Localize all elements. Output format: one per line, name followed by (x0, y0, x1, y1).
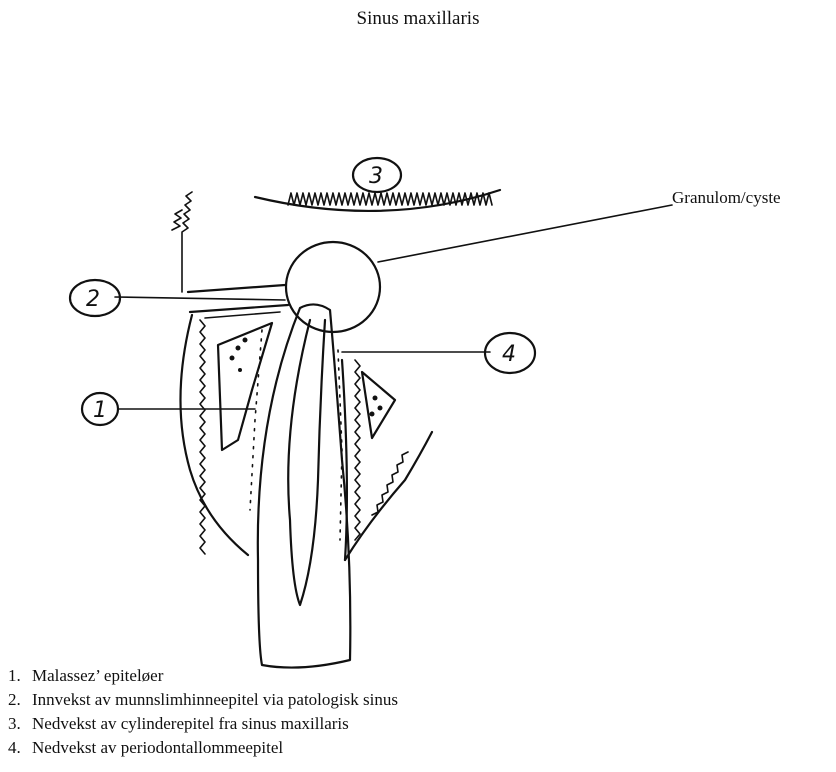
left-epithelium-wavy (200, 320, 205, 554)
legend-item: 4.Nedvekst av periodontallommeepitel (8, 736, 398, 760)
legend-item: 1.Malassez’ epiteløer (8, 664, 398, 688)
callout-number-1: 1 (93, 398, 107, 423)
callout-number-3: 3 (369, 164, 383, 189)
right-epithelium-wavy (355, 360, 360, 540)
malassez-dot (243, 338, 248, 343)
granulom-leader-line (378, 205, 672, 262)
legend-item: 2.Innvekst av munnslimhinneepitel via pa… (8, 688, 398, 712)
left-pdl-line (205, 312, 280, 318)
legend-item: 3.Nedvekst av cylinderepitel fra sinus m… (8, 712, 398, 736)
malassez-dot (373, 396, 378, 401)
callout-number-4: 4 (502, 342, 516, 367)
fistula-lower-wall (190, 305, 288, 312)
left-alveolar-outline (180, 315, 248, 555)
malassez-dot (236, 346, 241, 351)
malassez-dot (378, 406, 383, 411)
malassez-dot (230, 356, 235, 361)
legend-list: 1.Malassez’ epiteløer 2.Innvekst av munn… (8, 664, 398, 760)
right-malassez-triangle (362, 372, 395, 438)
granuloma-cyst (286, 242, 380, 332)
callout-number-2: 2 (86, 287, 100, 312)
oral-epithelium-upper (172, 192, 192, 292)
malassez-dot (370, 412, 375, 417)
tooth-root-outer (258, 304, 351, 667)
root-canal (288, 320, 325, 605)
fistula-upper-wall (188, 285, 285, 292)
fistula-line-2 (115, 297, 285, 300)
granulom-label: Granulom/cyste (672, 188, 781, 208)
cylinder-epithelium (288, 193, 492, 205)
malassez-dot (238, 368, 242, 372)
